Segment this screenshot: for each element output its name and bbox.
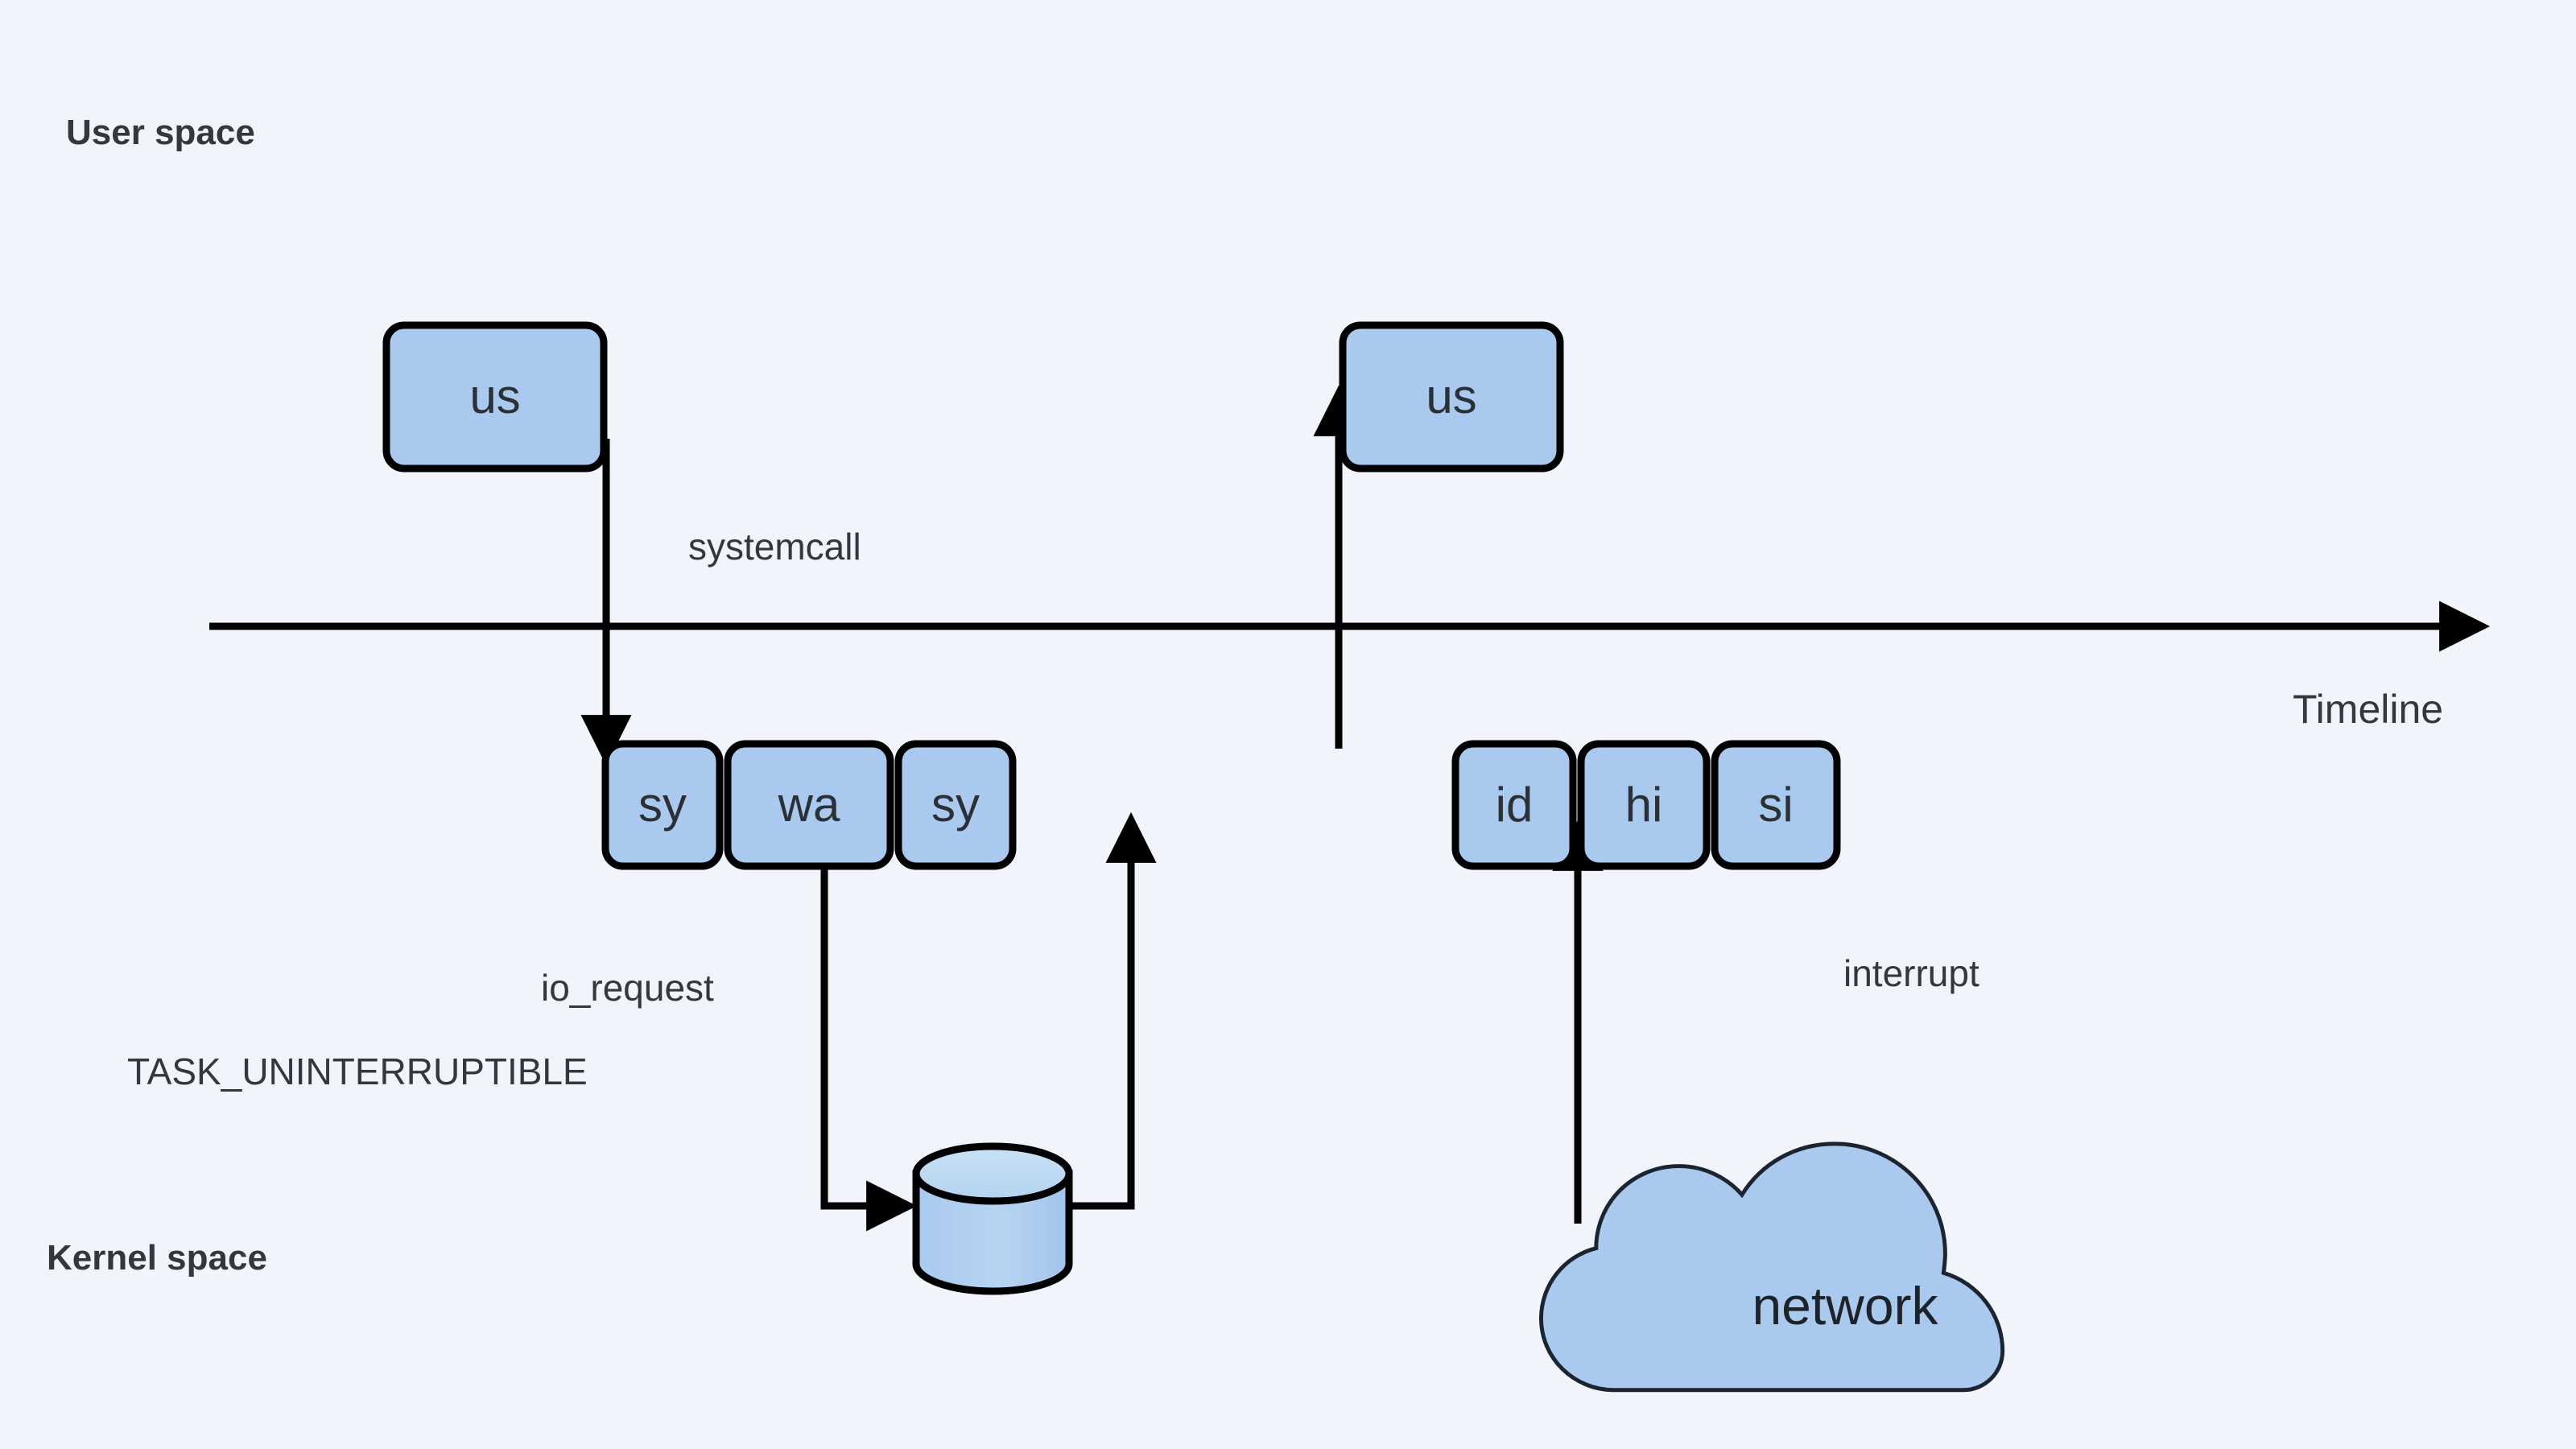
node-us-left-label: us [469, 369, 520, 423]
kernel-space-label: Kernel space [47, 1238, 267, 1278]
node-si-label: si [1758, 778, 1793, 832]
node-wa[interactable]: wa [724, 740, 894, 870]
network-cloud[interactable]: network [1538, 1141, 2005, 1393]
node-wa-label: wa [778, 778, 840, 832]
timeline-axis-label: Timeline [2293, 687, 2444, 732]
node-sy-2-label: sy [931, 778, 980, 832]
node-hi[interactable]: hi [1577, 740, 1711, 870]
node-us-right[interactable]: us [1339, 321, 1564, 473]
node-us-left[interactable]: us [382, 321, 608, 473]
disk-cylinder[interactable] [912, 1142, 1073, 1295]
network-cloud-label: network [1752, 1276, 1938, 1335]
node-sy-2[interactable]: sy [894, 740, 1017, 870]
io-request-arrow [820, 852, 918, 1232]
systemcall-label: systemcall [688, 526, 861, 568]
node-hi-label: hi [1625, 778, 1663, 832]
user-space-label: User space [66, 113, 255, 152]
node-us-right-label: us [1426, 369, 1476, 423]
node-sy-1[interactable]: sy [601, 740, 724, 870]
task-uninterruptible-label: TASK_UNINTERRUPTIBLE [127, 1051, 588, 1092]
node-si[interactable]: si [1711, 740, 1841, 870]
node-sy-1-label: sy [638, 778, 687, 832]
interrupt-label: interrupt [1843, 952, 1979, 994]
node-id[interactable]: id [1451, 740, 1577, 870]
io-request-label: io_request [541, 967, 714, 1009]
io-complete-arrow [1071, 811, 1157, 1210]
node-id-label: id [1496, 778, 1534, 832]
